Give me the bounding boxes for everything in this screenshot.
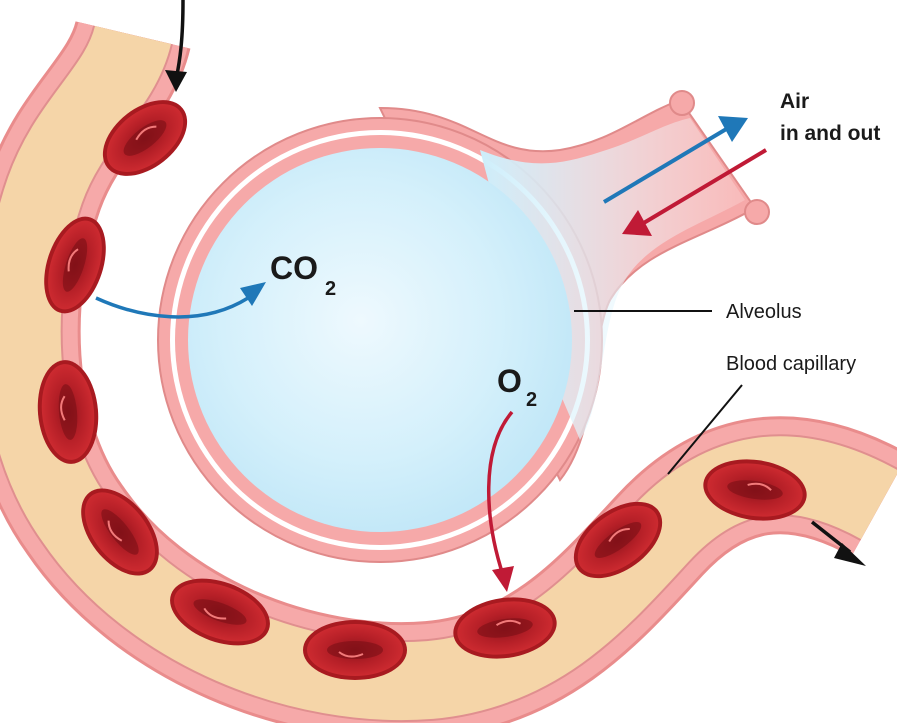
red-blood-cell (37, 360, 99, 464)
air-in-arrow (602, 116, 748, 204)
capillary-label: Blood capillary (726, 353, 856, 375)
co2-subscript: 2 (325, 278, 336, 300)
red-blood-cells (37, 100, 807, 680)
alveolus-lumen (188, 148, 572, 532)
o2-arrow (487, 410, 514, 592)
red-arrow-icon (622, 210, 652, 236)
capillary-leader-line (667, 384, 743, 475)
red-blood-cell (44, 216, 106, 314)
co2-arrow (95, 282, 266, 319)
red-blood-cell (303, 620, 407, 680)
blue-arrow-icon (240, 282, 266, 306)
blue-arrow-icon (718, 116, 748, 142)
red-blood-cell (453, 597, 557, 659)
alveolus-label: Alveolus (726, 301, 802, 323)
blood-capillary (0, 18, 897, 723)
red-blood-cell (703, 459, 807, 521)
red-blood-cell (573, 501, 663, 579)
air-out-arrow (622, 148, 768, 236)
red-arrow-icon (492, 566, 514, 592)
co2-label: CO (270, 250, 318, 286)
red-blood-cell (81, 488, 159, 576)
air-label-line1: Air (780, 90, 809, 113)
o2-subscript: 2 (526, 389, 537, 411)
air-label-line2: in and out (780, 122, 880, 145)
red-blood-cell (102, 100, 188, 176)
o2-label: O (497, 363, 522, 399)
alveolus (157, 90, 770, 563)
black-arrow-icon (834, 543, 866, 566)
blood-flow-out-arrow (810, 520, 866, 566)
red-blood-cell (170, 578, 270, 646)
blood-flow-in-arrow (165, 0, 187, 92)
black-arrow-icon (165, 70, 187, 92)
